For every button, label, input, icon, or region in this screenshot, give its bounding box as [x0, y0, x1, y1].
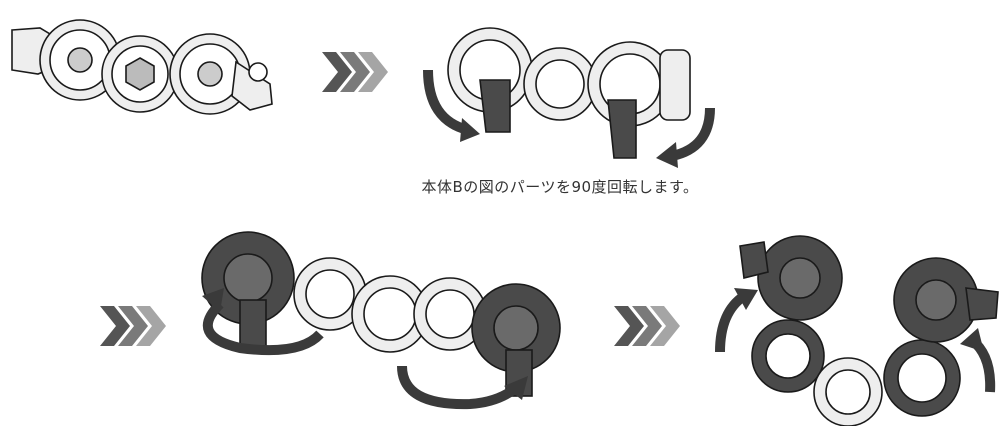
rotate-arrow-icon	[202, 300, 324, 356]
right-bracket-part	[231, 60, 273, 111]
claw-part-dark	[965, 287, 999, 321]
rotate-arrow-icon	[670, 107, 715, 161]
arm-part-dark	[239, 299, 267, 347]
step-1-assembled-chain	[11, 19, 273, 115]
next-step-chevron-icon	[322, 52, 388, 92]
step-3-rotate-ends	[201, 231, 561, 410]
step-2-rotate-parts	[423, 27, 715, 168]
rotate-arrow-icon	[715, 291, 747, 353]
arm-part-dark	[479, 79, 511, 133]
claw-part-dark	[739, 241, 769, 279]
rotate-arrow-icon	[397, 365, 522, 410]
step-4-folded-form	[715, 235, 999, 426]
next-step-chevron-icon	[100, 306, 166, 346]
next-step-chevron-icon	[614, 306, 680, 346]
arm-part-dark	[607, 99, 637, 159]
rotate-arrow-icon	[423, 69, 470, 135]
instruction-caption: 本体Bの図のパーツを90度回転します。	[421, 178, 699, 196]
